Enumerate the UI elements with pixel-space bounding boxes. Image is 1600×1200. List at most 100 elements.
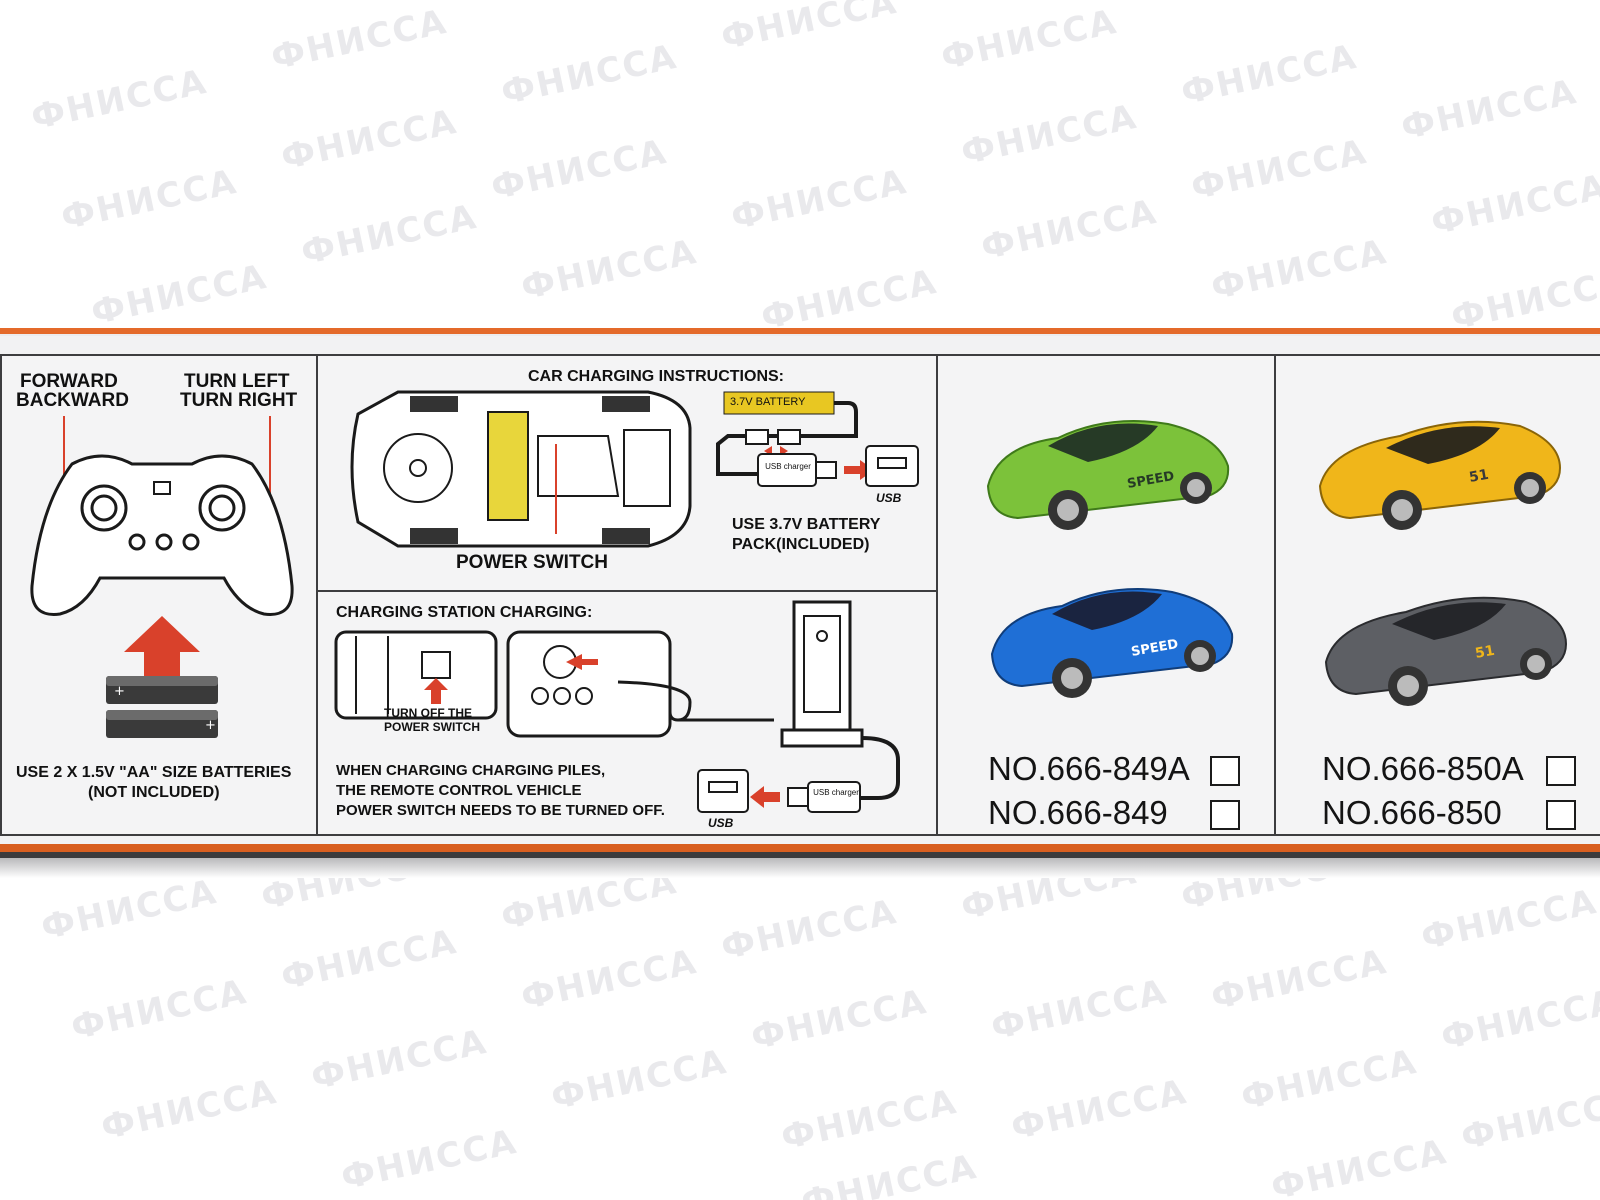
turn-right-label: TURN RIGHT — [180, 390, 298, 411]
watermark: ФНИССА — [517, 941, 702, 1019]
battery-label: 3.7V BATTERY — [730, 396, 806, 408]
watermark: ФНИССА — [547, 1041, 732, 1119]
green-car-image: SPEED — [986, 420, 1230, 530]
watermark: ФНИССА — [957, 96, 1142, 174]
watermark: ФНИССА — [727, 161, 912, 239]
watermark: ФНИССА — [987, 971, 1172, 1049]
checkbox-849a[interactable] — [1210, 756, 1240, 786]
watermark: ФНИССА — [777, 1081, 962, 1159]
sports-car-icon: 51 — [1318, 420, 1562, 530]
car-note-line1: USE 3.7V BATTERY — [732, 516, 881, 533]
aa-battery-icon: + + — [106, 676, 218, 738]
watermark: ФНИССА — [1437, 981, 1600, 1059]
battery-cable-icon — [716, 391, 919, 487]
watermark: ФНИССА — [1177, 36, 1362, 114]
car-decal-text: 51 — [1468, 467, 1490, 486]
checkbox-850[interactable] — [1546, 800, 1576, 830]
turn-off-line1: TURN OFF THE — [384, 706, 472, 720]
grey-car-image: 51 — [1324, 596, 1568, 706]
model-number-849: NO.666-849 — [988, 794, 1168, 831]
station-note-line2: THE REMOTE CONTROL VEHICLE — [336, 782, 582, 799]
watermark: ФНИССА — [67, 971, 252, 1049]
station-usb-charger-label: USB charger — [813, 788, 859, 797]
strip-shadow — [0, 858, 1600, 878]
usb-icon-label: USB — [876, 491, 902, 505]
watermark: ФНИССА — [1417, 881, 1600, 959]
car-charging-title: CAR CHARGING INSTRUCTIONS: — [528, 368, 784, 385]
watermark: ФНИССА — [717, 0, 902, 59]
car-chassis-icon — [350, 390, 692, 548]
car-note-line2: PACK(INCLUDED) — [732, 536, 870, 553]
power-switch-closeup-icon — [334, 630, 498, 720]
remote-illustration: + + — [30, 416, 294, 738]
watermark: ФНИССА — [937, 1, 1122, 79]
power-switch-label: POWER SWITCH — [456, 552, 608, 573]
watermark: ФНИССА — [297, 196, 482, 274]
up-arrow-icon — [124, 616, 200, 684]
model-number-850a: NO.666-850A — [1322, 750, 1524, 787]
forward-label: FORWARD — [20, 371, 118, 392]
dark-bottom-edge — [0, 852, 1600, 858]
svg-text:+: + — [205, 718, 216, 733]
watermark: ФНИССА — [97, 1071, 282, 1149]
watermark: ФНИССА — [1207, 941, 1392, 1019]
svg-text:+: + — [114, 684, 125, 699]
watermark: ФНИССА — [1207, 231, 1392, 309]
watermark: ФНИССА — [757, 261, 942, 339]
watermark: ФНИССА — [497, 36, 682, 114]
orange-bottom-edge — [0, 844, 1600, 852]
model-number-850: NO.666-850 — [1322, 794, 1502, 831]
model-number-849a: NO.666-849A — [988, 750, 1190, 787]
remote-panel: FORWARD BACKWARD TURN LEFT TURN RIGHT + — [0, 354, 318, 836]
sports-car-icon: SPEED — [990, 588, 1234, 698]
sports-car-icon: SPEED — [986, 420, 1230, 530]
watermark: ФНИССА — [717, 891, 902, 969]
turn-off-line2: POWER SWITCH — [384, 720, 480, 734]
watermark: ФНИССА — [1427, 166, 1600, 244]
station-note-line1: WHEN CHARGING CHARGING PILES, — [336, 762, 606, 779]
watermark: ФНИССА — [487, 131, 672, 209]
sports-car-icon: 51 — [1324, 596, 1568, 706]
watermark: ФНИССА — [277, 921, 462, 999]
charging-station-icon — [697, 600, 900, 813]
watermark: ФНИССА — [1267, 1131, 1452, 1200]
checkbox-850a[interactable] — [1546, 756, 1576, 786]
watermark: ФНИССА — [1007, 1071, 1192, 1149]
watermark: ФНИССА — [267, 1, 452, 79]
watermark: ФНИССА — [277, 101, 462, 179]
battery-note-line1: USE 2 X 1.5V "AA" SIZE BATTERIES — [16, 764, 292, 781]
blue-car-image: SPEED — [990, 588, 1234, 698]
yellow-car-image: 51 — [1318, 420, 1562, 530]
station-charging-title: CHARGING STATION CHARGING: — [336, 604, 593, 621]
watermark: ФНИССА — [1187, 131, 1372, 209]
watermark: ФНИССА — [57, 161, 242, 239]
usb-charger-label: USB charger — [765, 462, 811, 471]
station-charging-panel: CHARGING STATION CHARGING: — [316, 590, 938, 836]
orange-top-edge — [0, 328, 1600, 334]
station-note-line3: POWER SWITCH NEEDS TO BE TURNED OFF. — [336, 802, 665, 819]
watermark: ФНИССА — [747, 981, 932, 1059]
car-chassis-diagram — [350, 390, 919, 548]
model-panel-850: 51 51 NO.666-850A NO.666-850 — [1274, 354, 1600, 836]
car-charging-panel: CAR CHARGING INSTRUCTIONS: — [316, 354, 938, 592]
station-usb-icon-label: USB — [708, 816, 734, 830]
watermark: ФНИССА — [307, 1021, 492, 1099]
watermark: ФНИССА — [1457, 1081, 1600, 1159]
station-diagram — [334, 600, 900, 813]
gamepad-icon — [30, 454, 294, 616]
checkbox-849[interactable] — [1210, 800, 1240, 830]
turn-left-label: TURN LEFT — [184, 371, 290, 392]
station-socket-closeup-icon — [506, 630, 672, 738]
car-decal-text: 51 — [1474, 643, 1496, 662]
watermark: ФНИССА — [37, 871, 222, 949]
watermark: ФНИССА — [337, 1121, 522, 1199]
model-panel-849: SPEED SPEED NO.666-849A NO.666-849 — [936, 354, 1276, 836]
watermark: ФНИССА — [977, 191, 1162, 269]
watermark: ФНИССА — [1237, 1041, 1422, 1119]
watermark: ФНИССА — [1397, 71, 1582, 149]
battery-note-line2: (NOT INCLUDED) — [88, 784, 220, 801]
watermark: ФНИССА — [797, 1146, 982, 1200]
watermark: ФНИССА — [1447, 261, 1600, 339]
watermark: ФНИССА — [27, 61, 212, 139]
watermark: ФНИССА — [517, 231, 702, 309]
